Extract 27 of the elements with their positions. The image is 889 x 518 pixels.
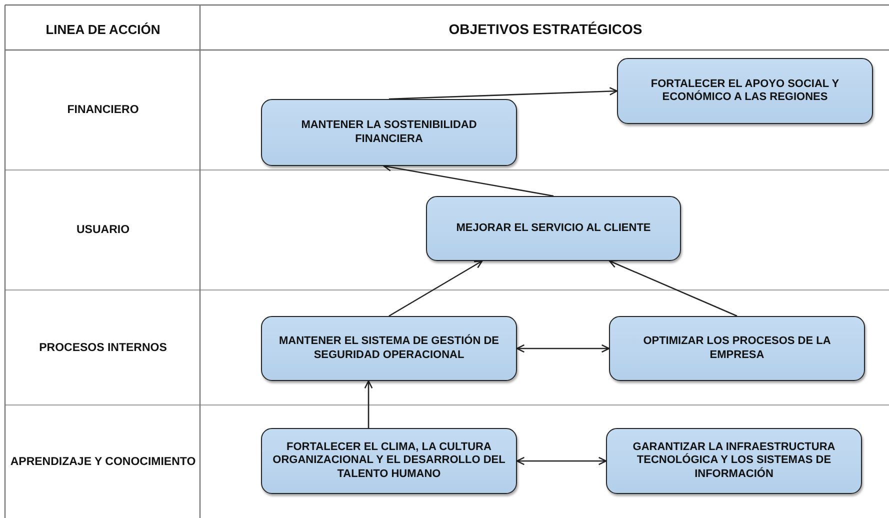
objective-box xyxy=(261,316,517,381)
row-header: FINANCIERO xyxy=(67,104,139,116)
arrow xyxy=(364,380,373,428)
objective-box xyxy=(261,428,517,494)
row-header: PROCESOS INTERNOS xyxy=(39,342,167,354)
objective-text: FORTALECER EL CLIMA, LA CULTURA ORGANIZACIONAL Y EL DESARROLLO DEL TALENTO HUMANO xyxy=(272,441,506,481)
arrow xyxy=(388,260,483,317)
objective-box xyxy=(606,428,862,494)
objective-text: MANTENER EL SISTEMA DE GESTIÓN DE SEGURIDAD OPERACIONAL xyxy=(278,335,500,362)
objective-text: MANTENER LA SOSTENIBILIDAD FINANCIERA xyxy=(300,119,478,146)
row-header: APRENDIZAJE Y CONOCIMIENTO xyxy=(10,456,196,468)
objective-box xyxy=(426,196,681,261)
row-header: USUARIO xyxy=(76,224,130,236)
objective-text: MEJORAR EL SERVICIO AL CLIENTE xyxy=(456,222,651,236)
objective-box xyxy=(261,99,517,166)
arrow xyxy=(383,163,554,197)
objective-box xyxy=(617,58,873,124)
column-header: LINEA DE ACCIÓN xyxy=(46,22,160,36)
column-header: OBJETIVOS ESTRATÉGICOS xyxy=(448,21,642,37)
objective-box xyxy=(609,316,865,381)
arrow xyxy=(516,456,607,466)
arrow xyxy=(388,87,618,100)
objective-text: GARANTIZAR LA INFRAESTRUCTURA TECNOLÓGICA Y LOS SISTEMAS DE INFORMACIÓN xyxy=(632,441,836,481)
objective-text: OPTIMIZAR LOS PROCESOS DE LA EMPRESA xyxy=(642,335,832,362)
arrow xyxy=(516,344,610,353)
objective-text: FORTALECER EL APOYO SOCIAL Y ECONÓMICO A LAS REGIONES xyxy=(650,78,840,104)
arrow xyxy=(608,260,738,317)
